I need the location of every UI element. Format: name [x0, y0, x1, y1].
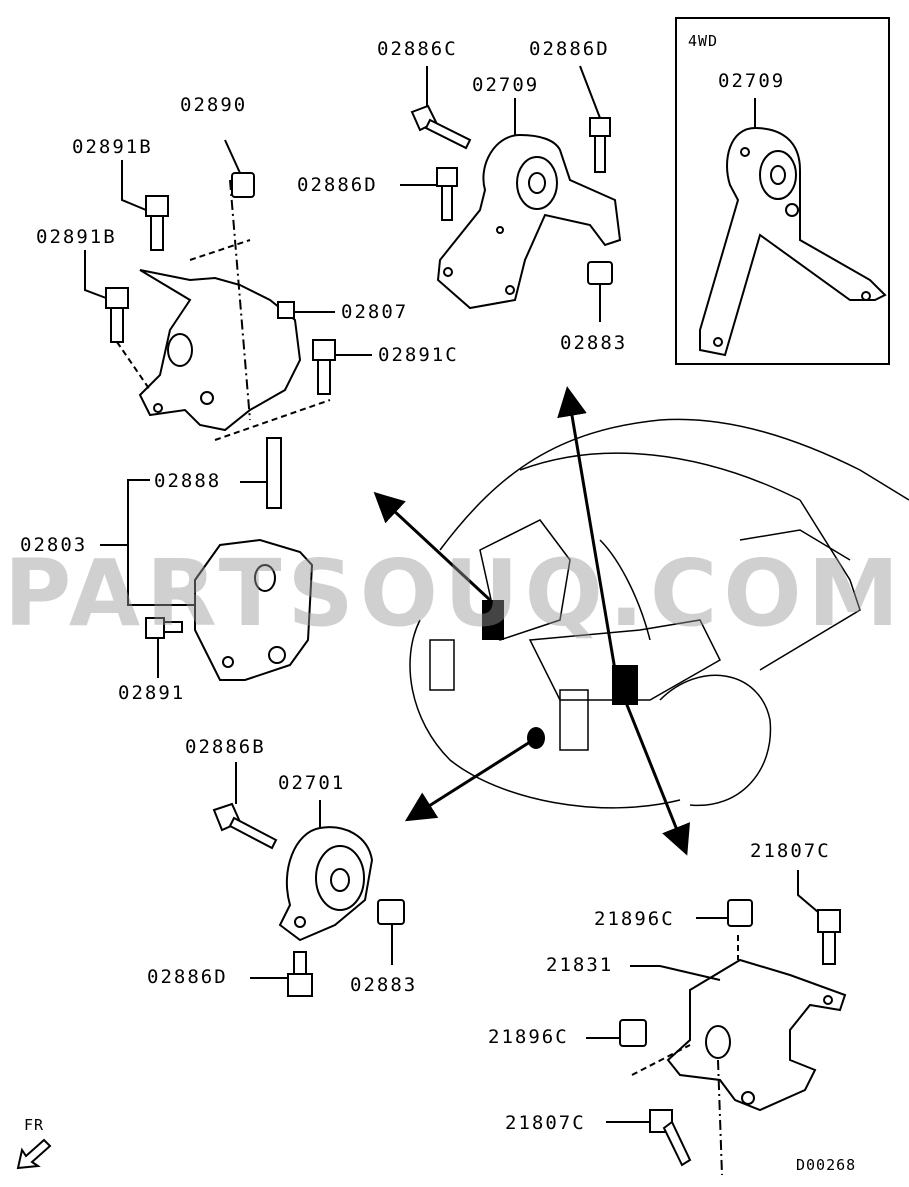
label-02886D-mid: 02886D: [297, 174, 378, 196]
label-02701: 02701: [278, 772, 346, 794]
label-02891B-a: 02891B: [72, 136, 153, 158]
label-02886B: 02886B: [185, 736, 266, 758]
label-02883-bot: 02883: [350, 974, 418, 996]
label-02709: 02709: [472, 74, 540, 96]
label-21896C-b: 21896C: [488, 1026, 569, 1048]
label-02886C: 02886C: [377, 38, 458, 60]
bolt-02807: [277, 301, 335, 319]
nut-02883-bot: [377, 899, 405, 965]
bolt-21807C-top: [797, 870, 841, 965]
label-02803: 02803: [20, 534, 88, 556]
diagram-code: D00268: [796, 1156, 857, 1174]
label-02891B-b: 02891B: [36, 226, 117, 248]
inset-mount-02709: [699, 98, 887, 357]
nut-02883-top: [587, 261, 613, 322]
bolt-02891: [145, 617, 183, 678]
inset-label-02709: 02709: [718, 70, 786, 92]
bolt-02886D-top: [579, 65, 611, 173]
mount-assembly-left: [138, 179, 331, 441]
bolt-02886D-mid: [400, 167, 458, 221]
label-02888: 02888: [154, 470, 222, 492]
label-02886D-bot: 02886D: [147, 966, 228, 988]
inset-frame: [675, 17, 890, 365]
nut-02890: [224, 139, 255, 198]
label-02883-top: 02883: [560, 332, 628, 354]
front-marker-label: FR: [24, 1116, 45, 1134]
watermark: PARTSOUQ.COM: [3, 540, 906, 647]
bolt-02891B-a: [121, 160, 169, 251]
bolt-02891C: [312, 339, 372, 395]
bolt-02891B-b: [84, 250, 151, 391]
vehicle-mount-marks: [482, 600, 638, 749]
mount-02709: [436, 98, 622, 310]
label-21831: 21831: [546, 954, 614, 976]
label-21896C-a: 21896C: [594, 908, 675, 930]
label-21807C-top: 21807C: [750, 840, 831, 862]
nut-21896C-a: [696, 899, 753, 927]
label-21807C-bot: 21807C: [505, 1112, 586, 1134]
bolt-02886B: [212, 762, 278, 850]
inset-title: 4WD: [688, 32, 719, 50]
mount-21831: [630, 935, 847, 1176]
label-02890: 02890: [180, 94, 248, 116]
label-02891C: 02891C: [378, 344, 459, 366]
stud-02888: [240, 437, 282, 509]
bolt-02886D-bot: [250, 951, 313, 997]
mount-02701: [278, 800, 374, 942]
bolt-02886C: [410, 66, 472, 150]
label-02807: 02807: [341, 301, 409, 323]
label-02891: 02891: [118, 682, 186, 704]
front-arrow-icon: [16, 1138, 52, 1170]
label-02886D-top: 02886D: [529, 38, 610, 60]
bracket-02803: [100, 479, 314, 681]
bolt-21807C-bot: [606, 1109, 692, 1167]
pointer-arrows: [373, 386, 691, 856]
nut-21896C-b: [586, 1019, 647, 1047]
